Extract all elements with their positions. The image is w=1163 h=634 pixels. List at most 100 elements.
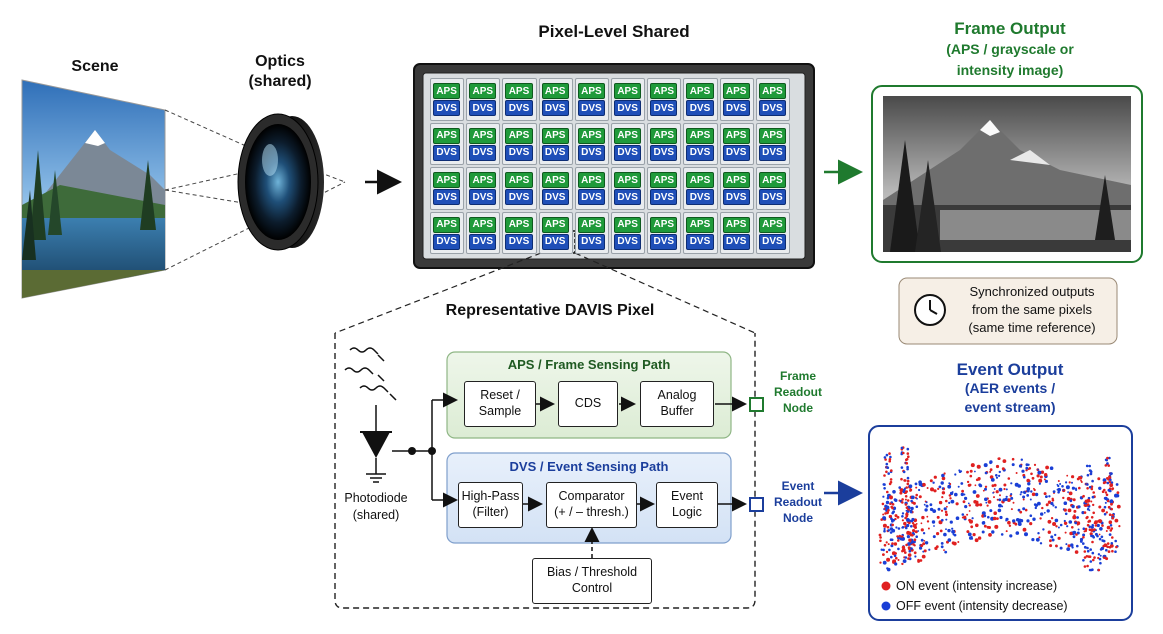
- event-dot: [887, 529, 890, 532]
- event-dot: [1000, 533, 1004, 536]
- event-dot: [1082, 536, 1085, 539]
- event-dot: [1062, 496, 1065, 500]
- event-dot: [1063, 519, 1066, 523]
- event-dot: [886, 567, 891, 572]
- event-dot: [1089, 472, 1093, 476]
- event-dot: [964, 505, 968, 509]
- event-dot: [982, 489, 985, 492]
- event-dot: [894, 562, 898, 566]
- event-dot: [941, 491, 946, 495]
- event-dot: [976, 464, 981, 469]
- event-dot: [972, 490, 977, 494]
- event-dot: [1072, 498, 1076, 502]
- dvs-chip: DVS: [469, 189, 497, 205]
- event-dot: [1072, 515, 1077, 520]
- event-dot: [1109, 483, 1114, 488]
- event-dot: [896, 535, 899, 538]
- event-dot: [949, 491, 954, 496]
- event-dot: [995, 464, 1000, 469]
- event-dot: [901, 512, 905, 515]
- aps-chip: APS: [577, 127, 605, 144]
- event-dot: [883, 483, 886, 486]
- event-dot: [1045, 465, 1049, 470]
- dvs-chip: DVS: [614, 100, 642, 116]
- event-dot: [1041, 506, 1044, 510]
- event-dot: [934, 546, 938, 551]
- event-dot: [1108, 533, 1112, 536]
- event-dot: [1094, 520, 1098, 525]
- event-dot: [889, 502, 892, 506]
- event-dot: [1031, 538, 1035, 542]
- event-dot: [916, 497, 918, 500]
- dvs-chip: DVS: [758, 144, 786, 161]
- event-dot: [936, 515, 940, 519]
- event-dot: [1084, 529, 1088, 533]
- event-dot: [905, 462, 909, 465]
- event-dot: [1067, 508, 1072, 513]
- aps-chip: APS: [722, 216, 750, 233]
- event-dot: [922, 542, 926, 546]
- aps-chip: APS: [577, 83, 605, 99]
- event-dot: [984, 487, 987, 491]
- event-dot: [947, 484, 952, 489]
- event-dot: [1064, 531, 1067, 534]
- event-dot: [1022, 507, 1026, 511]
- event-dot: [1078, 476, 1083, 480]
- event-dot: [1027, 463, 1030, 466]
- aps-chip: APS: [686, 127, 714, 144]
- event-dot: [894, 514, 898, 518]
- event-dot: [1099, 561, 1102, 565]
- event-dot: [1090, 568, 1093, 572]
- event-dot: [878, 533, 882, 537]
- event-dot: [901, 501, 904, 504]
- legend-on-label: ON event (intensity increase): [896, 579, 1058, 593]
- event-dot: [1090, 534, 1093, 538]
- event-dot: [906, 467, 909, 471]
- event-dot: [901, 498, 904, 501]
- event-dot: [1114, 550, 1117, 553]
- event-dot: [1019, 519, 1024, 523]
- event-dot: [962, 500, 966, 504]
- event-dot: [901, 519, 905, 522]
- event-dot: [947, 528, 951, 533]
- event-dot: [1079, 537, 1084, 542]
- event-dot: [925, 504, 929, 508]
- event-dot: [1088, 485, 1092, 489]
- event-dot: [1091, 551, 1095, 555]
- event-dot: [1033, 487, 1035, 490]
- event-dot: [1083, 556, 1087, 559]
- event-dot: [998, 503, 1002, 508]
- event-dot: [1075, 488, 1078, 491]
- event-dot: [1101, 524, 1104, 527]
- event-dot: [1082, 559, 1085, 562]
- event-dot: [963, 515, 967, 519]
- event-dot: [1114, 493, 1118, 498]
- event-dot: [879, 536, 882, 539]
- event-dot: [1086, 503, 1090, 507]
- event-dot: [1056, 488, 1059, 491]
- dvs-chip: DVS: [722, 144, 750, 161]
- event-dot: [1108, 476, 1112, 480]
- event-dot: [1038, 536, 1041, 539]
- event-dot: [881, 502, 885, 506]
- event-dot: [1073, 514, 1076, 517]
- event-dot: [1032, 517, 1036, 521]
- event-dot: [987, 515, 990, 519]
- event-dot: [1007, 498, 1011, 502]
- aps-chip: APS: [505, 83, 533, 99]
- event-dot: [1106, 525, 1111, 530]
- event-dot: [1059, 546, 1063, 550]
- event-dot: [1091, 540, 1094, 544]
- aps-chip: APS: [614, 83, 642, 99]
- optics-title-line2: (shared): [248, 73, 312, 90]
- davis-pixel-enclosure: [334, 333, 756, 609]
- event-dot: [902, 470, 906, 474]
- event-dot: [952, 541, 957, 546]
- event-dot: [996, 498, 999, 501]
- frame-readout-node: [749, 397, 764, 412]
- event-dot: [905, 506, 909, 510]
- event-dot: [969, 469, 973, 473]
- event-dot: [889, 531, 893, 534]
- event-dot: [890, 517, 893, 520]
- sync-note-line1: Synchronized outputs: [969, 284, 1095, 299]
